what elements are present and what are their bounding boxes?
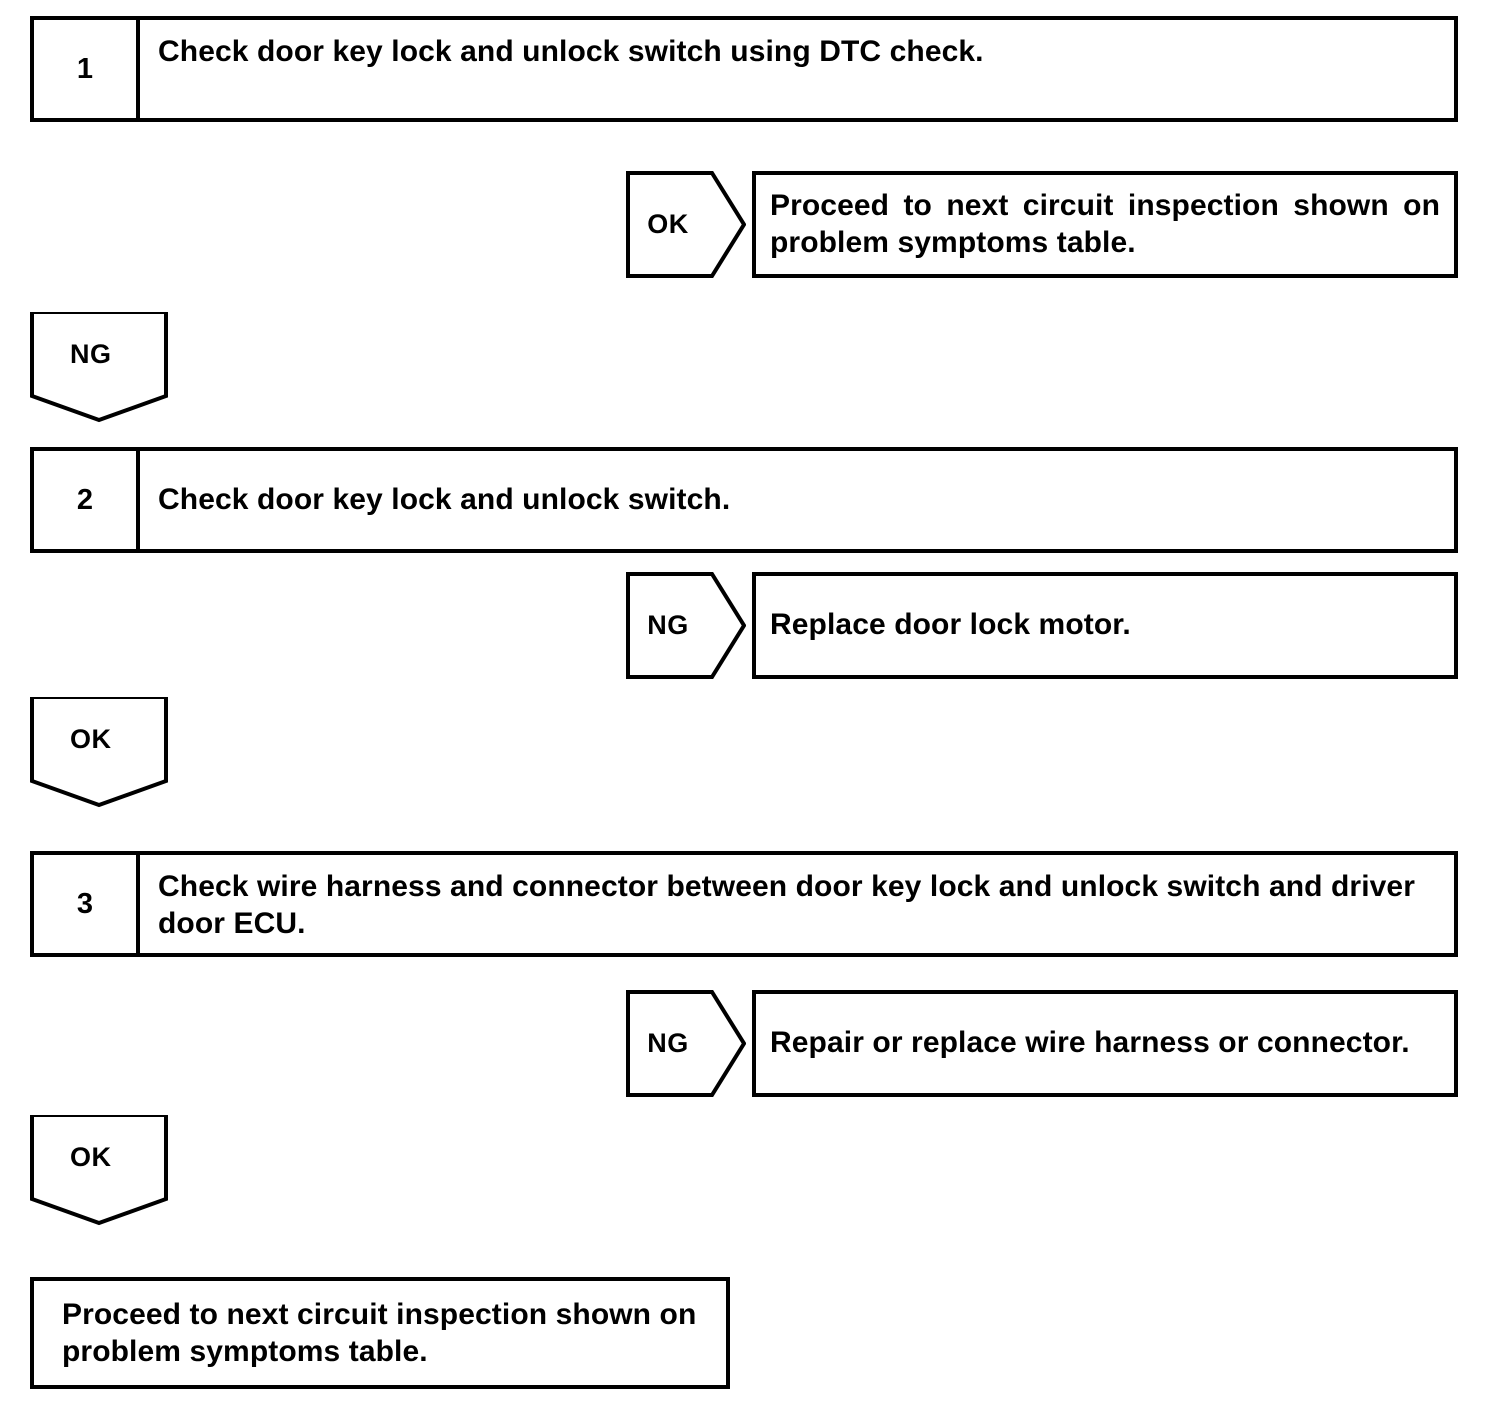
step-number-cell: 1	[34, 20, 140, 118]
step-number-cell: 2	[34, 451, 140, 549]
branch-row-3: NG Repair or replace wire harness or con…	[626, 990, 1458, 1097]
arrow-right-shape	[626, 171, 746, 278]
arrow-right-shape	[626, 572, 746, 679]
branch-tag-label: OK	[647, 209, 689, 239]
branch-result-text: Replace door lock motor.	[770, 608, 1131, 642]
flow-arrow-ok-2: OK	[30, 1115, 170, 1227]
branch-tag-ng[interactable]: NG	[626, 990, 746, 1097]
flow-arrow-ng-1: NG	[30, 312, 170, 424]
branch-row-2: NG Replace door lock motor.	[626, 572, 1458, 679]
flow-arrow-label: OK	[70, 1141, 112, 1172]
flow-arrow-label: OK	[70, 723, 112, 754]
branch-tag-label: NG	[647, 610, 689, 640]
branch-result-box[interactable]: Proceed to next circuit inspection shown…	[752, 171, 1458, 278]
branch-tag-ok[interactable]: OK	[626, 171, 746, 278]
step-text-cell: Check door key lock and unlock switch.	[140, 451, 1454, 549]
step-box-2[interactable]: 2 Check door key lock and unlock switch.	[30, 447, 1458, 553]
step-instruction: Check wire harness and connector between…	[158, 870, 1415, 940]
branch-result-box[interactable]: Repair or replace wire harness or connec…	[752, 990, 1458, 1097]
branch-result-text: Repair or replace wire harness or connec…	[770, 1026, 1410, 1060]
final-result-box[interactable]: Proceed to next circuit inspection shown…	[30, 1277, 730, 1389]
flow-arrow-label: NG	[70, 338, 112, 369]
arrow-down-shape	[30, 312, 168, 423]
branch-result-text: Proceed to next circuit inspection shown…	[770, 189, 1440, 259]
step-text-cell: Check wire harness and connector between…	[140, 855, 1454, 953]
step-number-cell: 3	[34, 855, 140, 953]
step-number: 2	[76, 483, 94, 516]
step-box-3[interactable]: 3 Check wire harness and connector betwe…	[30, 851, 1458, 957]
arrow-right-shape	[626, 990, 746, 1097]
arrow-down-shape	[30, 1115, 168, 1226]
step-box-1[interactable]: 1 Check door key lock and unlock switch …	[30, 16, 1458, 122]
step-text-cell: Check door key lock and unlock switch us…	[140, 20, 1454, 118]
final-result-text: Proceed to next circuit inspection shown…	[62, 1298, 697, 1368]
step-instruction: Check door key lock and unlock switch.	[158, 482, 731, 516]
branch-result-box[interactable]: Replace door lock motor.	[752, 572, 1458, 679]
branch-tag-ng[interactable]: NG	[626, 572, 746, 679]
flow-arrow-ok-1: OK	[30, 697, 170, 809]
branch-tag-label: NG	[647, 1028, 689, 1058]
step-instruction: Check door key lock and unlock switch us…	[158, 35, 984, 68]
branch-row-1: OK Proceed to next circuit inspection sh…	[626, 171, 1458, 278]
step-number: 1	[76, 52, 94, 85]
step-number: 3	[76, 887, 94, 920]
arrow-down-shape	[30, 697, 168, 808]
